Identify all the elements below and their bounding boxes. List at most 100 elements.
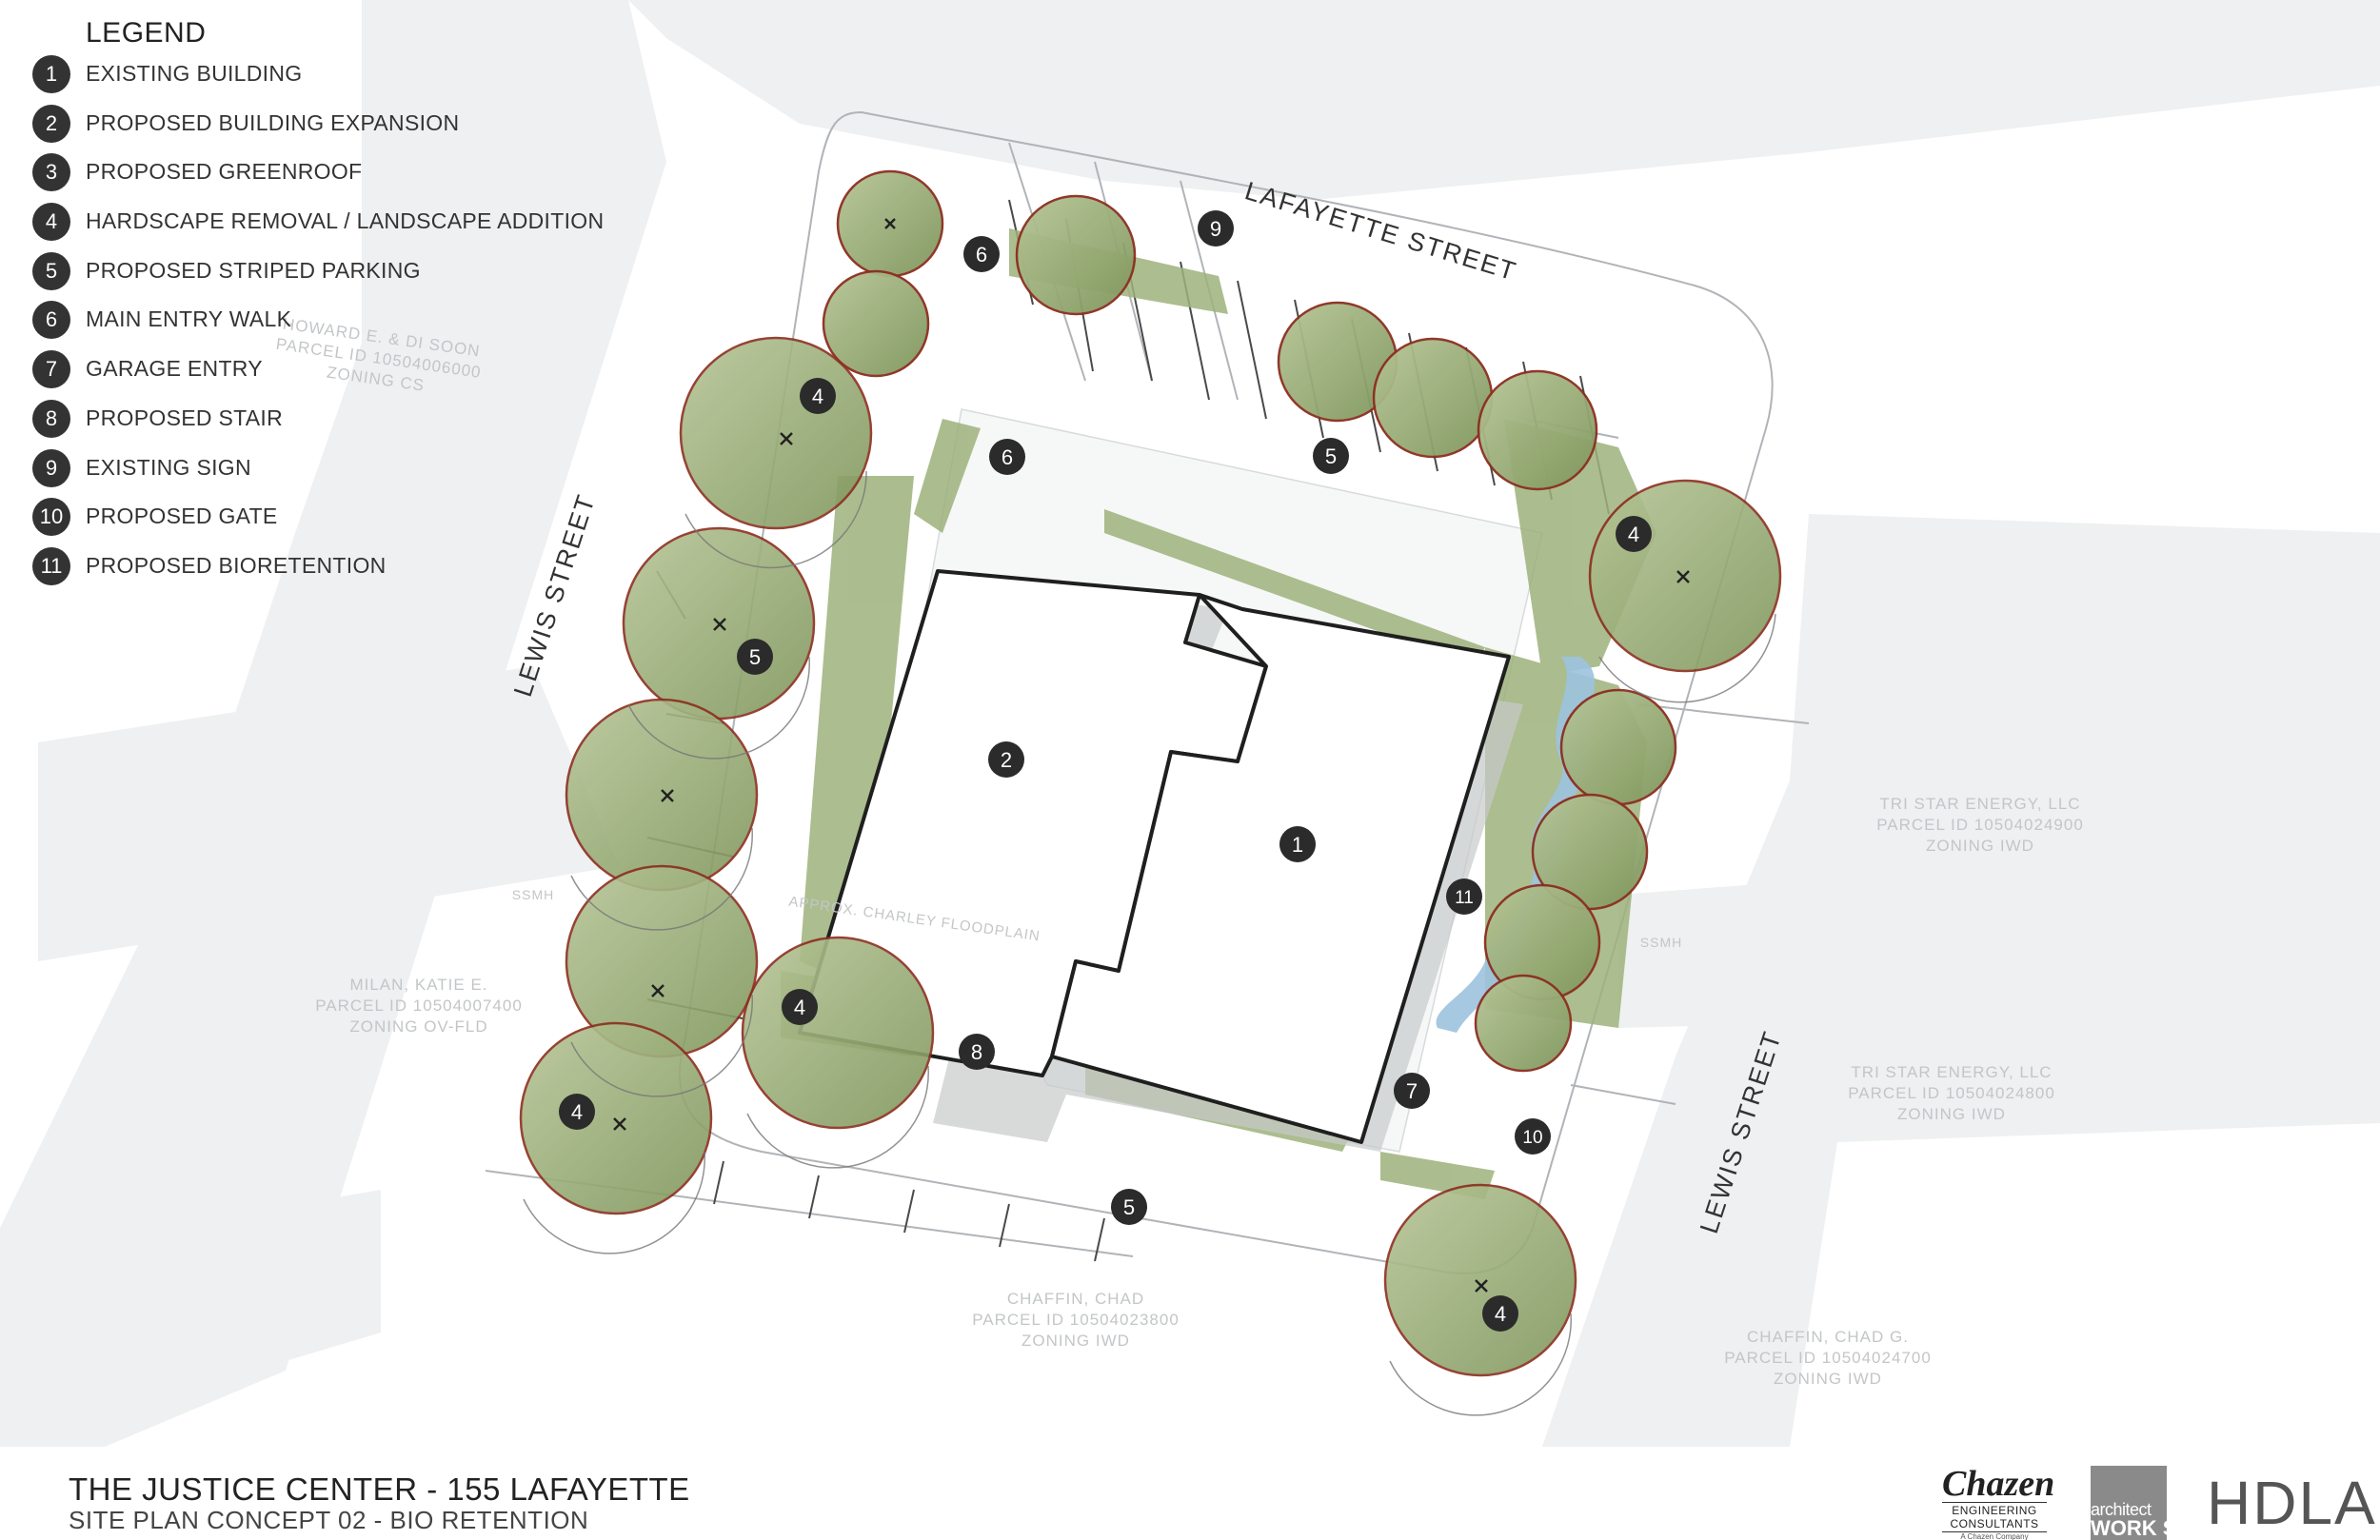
legend-item: 8 PROPOSED STAIR — [32, 399, 642, 449]
svg-text:4: 4 — [571, 1100, 583, 1124]
aw-logo-line2: WORK SHOP — [2091, 1516, 2167, 1540]
svg-text:ZONING IWD: ZONING IWD — [1926, 837, 2034, 855]
legend-number: 2 — [32, 104, 70, 143]
svg-text:ZONING IWD: ZONING IWD — [1774, 1370, 1882, 1388]
svg-text:PARCEL ID 10504024900: PARCEL ID 10504024900 — [1876, 816, 2084, 834]
svg-text:7: 7 — [1406, 1079, 1418, 1103]
marker-2: 2 — [988, 741, 1024, 778]
svg-text:PARCEL ID 10504024700: PARCEL ID 10504024700 — [1724, 1349, 1932, 1367]
svg-text:PARCEL ID 10504007400: PARCEL ID 10504007400 — [315, 997, 523, 1015]
trees — [519, 169, 1782, 1377]
site-markers: 1 2 4 4 4 4 4 5 5 5 6 6 7 8 9 10 11 — [559, 210, 1652, 1332]
svg-text:CHAFFIN, CHAD G.: CHAFFIN, CHAD G. — [1747, 1328, 1909, 1346]
hdla-logo: HDLA — [2207, 1469, 2377, 1537]
legend-label: EXISTING SIGN — [86, 454, 251, 480]
svg-text:PARCEL ID 10504024800: PARCEL ID 10504024800 — [1848, 1084, 2055, 1102]
chazen-logo: Chazen ENGINEERING CONSULTANTS A Chazen … — [1942, 1464, 2055, 1540]
legend-label: HARDSCAPE REMOVAL / LANDSCAPE ADDITION — [86, 208, 605, 234]
chazen-logo-name: Chazen — [1942, 1464, 2055, 1504]
svg-text:ZONING IWD: ZONING IWD — [1021, 1332, 1130, 1350]
legend-label: EXISTING BUILDING — [86, 61, 303, 86]
svg-text:TRI STAR ENERGY, LLC: TRI STAR ENERGY, LLC — [1851, 1063, 2052, 1081]
svg-text:4: 4 — [812, 385, 823, 408]
marker-11: 11 — [1446, 879, 1482, 915]
legend-number: 8 — [32, 399, 70, 438]
svg-text:4: 4 — [1495, 1302, 1506, 1326]
legend-item: 7 GARAGE ENTRY — [32, 350, 642, 400]
legend-label: MAIN ENTRY WALK — [86, 306, 292, 332]
marker-4a: 4 — [800, 378, 836, 414]
legend-item: 6 MAIN ENTRY WALK — [32, 301, 642, 350]
legend-number: 9 — [32, 448, 70, 487]
legend-item: 5 PROPOSED STRIPED PARKING — [32, 251, 642, 302]
legend-number: 6 — [32, 301, 70, 340]
marker-8: 8 — [959, 1034, 995, 1070]
svg-text:5: 5 — [749, 645, 761, 669]
svg-text:6: 6 — [1002, 445, 1013, 469]
chazen-logo-tagline: A Chazen Company — [1960, 1532, 2029, 1540]
marker-4e: 4 — [1482, 1295, 1518, 1332]
existing-building — [1050, 593, 1511, 1144]
legend-item: 9 EXISTING SIGN — [32, 448, 642, 499]
marker-4b: 4 — [1616, 516, 1652, 552]
legend-label: PROPOSED BUILDING EXPANSION — [86, 109, 460, 135]
marker-4d: 4 — [559, 1094, 595, 1130]
marker-4c: 4 — [782, 989, 818, 1025]
legend-number: 3 — [32, 153, 70, 192]
svg-text:CHAFFIN, CHAD: CHAFFIN, CHAD — [1007, 1290, 1144, 1308]
svg-text:TRI STAR ENERGY, LLC: TRI STAR ENERGY, LLC — [1879, 795, 2080, 813]
svg-text:5: 5 — [1123, 1195, 1135, 1219]
legend-label: PROPOSED GATE — [86, 503, 278, 529]
legend-number: 10 — [32, 498, 70, 537]
marker-5a: 5 — [1313, 438, 1349, 474]
legend-item: 4 HARDSCAPE REMOVAL / LANDSCAPE ADDITION — [32, 203, 642, 252]
svg-text:MILAN, KATIE E.: MILAN, KATIE E. — [349, 976, 487, 994]
svg-text:ZONING IWD: ZONING IWD — [1897, 1105, 2006, 1123]
tree-shadows — [523, 470, 1776, 1416]
legend-label: PROPOSED GREENROOF — [86, 159, 363, 185]
svg-text:SSMH: SSMH — [1640, 935, 1682, 950]
marker-10: 10 — [1515, 1118, 1551, 1155]
legend-item: 11 PROPOSED BIORETENTION — [32, 546, 642, 597]
svg-text:PARCEL ID 10504023800: PARCEL ID 10504023800 — [972, 1311, 1180, 1329]
legend-item: 3 PROPOSED GREENROOF — [32, 153, 642, 203]
legend-label: GARAGE ENTRY — [86, 356, 263, 382]
svg-text:SSMH: SSMH — [512, 887, 554, 902]
svg-text:8: 8 — [971, 1040, 982, 1064]
svg-text:11: 11 — [1455, 888, 1474, 908]
svg-text:2: 2 — [1001, 748, 1012, 772]
legend-label: PROPOSED BIORETENTION — [86, 552, 387, 578]
marker-5b: 5 — [737, 639, 773, 675]
architect-workshop-logo: architect WORK SHOP — [2091, 1466, 2167, 1540]
sheet-subtitle: SITE PLAN CONCEPT 02 - BIO RETENTION — [69, 1506, 589, 1534]
svg-text:5: 5 — [1325, 444, 1337, 468]
legend-number: 5 — [32, 251, 70, 290]
legend-number: 4 — [32, 203, 70, 242]
legend-item: 10 PROPOSED GATE — [32, 498, 642, 547]
legend-label: PROPOSED STRIPED PARKING — [86, 257, 421, 283]
svg-text:1: 1 — [1292, 833, 1303, 857]
legend-label: PROPOSED STAIR — [86, 405, 283, 430]
marker-5c: 5 — [1111, 1189, 1147, 1225]
marker-6a: 6 — [963, 236, 1000, 272]
aw-logo-line1: architect — [2091, 1500, 2152, 1519]
chazen-logo-subtitle: ENGINEERING CONSULTANTS — [1942, 1502, 2047, 1532]
legend-item: 2 PROPOSED BUILDING EXPANSION — [32, 104, 642, 154]
svg-text:4: 4 — [794, 996, 805, 1019]
svg-text:9: 9 — [1210, 217, 1221, 241]
marker-9: 9 — [1198, 210, 1234, 247]
legend-number: 7 — [32, 350, 70, 389]
buildings — [798, 569, 1511, 1144]
legend-number: 11 — [32, 546, 70, 585]
marker-1: 1 — [1279, 826, 1316, 862]
svg-text:4: 4 — [1628, 523, 1639, 546]
legend-title: LEGEND — [86, 17, 207, 49]
svg-text:10: 10 — [1522, 1128, 1542, 1148]
sheet-title: THE JUSTICE CENTER - 155 LAFAYETTE — [69, 1471, 690, 1507]
marker-7: 7 — [1394, 1073, 1430, 1109]
svg-text:6: 6 — [976, 243, 987, 267]
svg-text:ZONING OV-FLD: ZONING OV-FLD — [349, 1017, 487, 1036]
